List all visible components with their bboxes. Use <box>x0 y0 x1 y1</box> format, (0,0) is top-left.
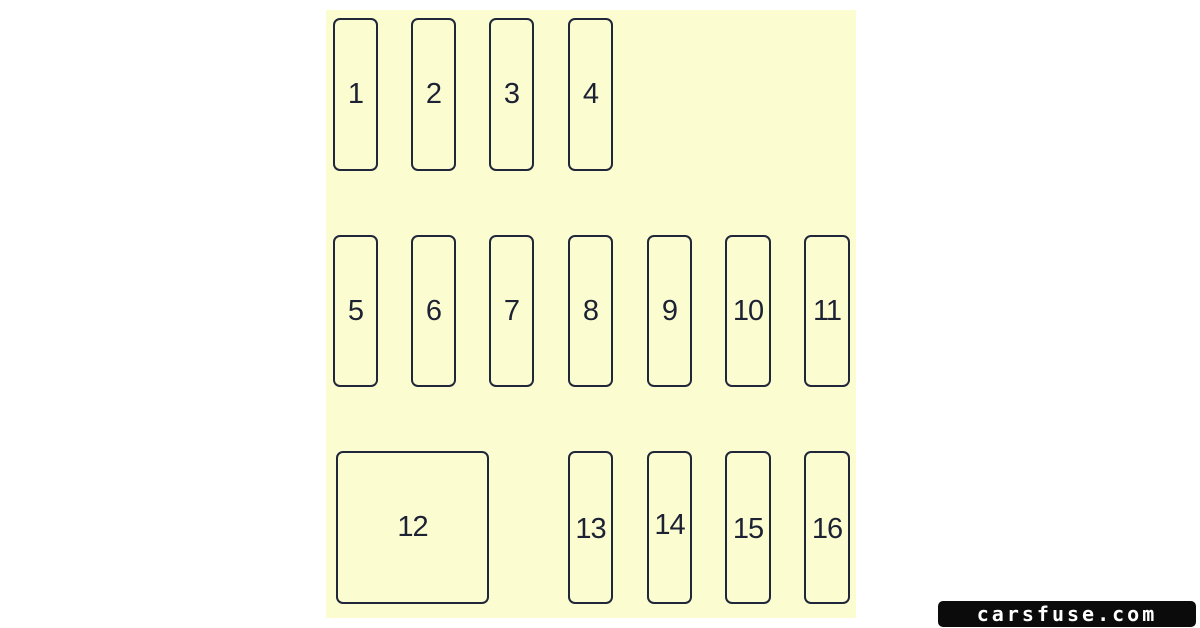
fuse-label: 1 <box>347 78 364 110</box>
fuse-label: 6 <box>425 294 442 327</box>
fuse-label: 12 <box>397 511 428 543</box>
fuse-label: 15 <box>732 513 764 545</box>
fuse-label: 10 <box>732 294 764 327</box>
fuse-5: 5 <box>333 235 378 387</box>
fuse-label: 16 <box>811 513 843 545</box>
fuse-16: 16 <box>804 451 850 604</box>
fuse-2: 2 <box>411 18 456 171</box>
fuse-8: 8 <box>568 235 613 387</box>
fuse-6: 6 <box>411 235 456 387</box>
watermark-text: carsfuse.com <box>976 602 1158 626</box>
fuse-label: 8 <box>582 294 599 327</box>
fuse-label: 3 <box>503 78 520 110</box>
fuse-label: 5 <box>347 294 364 327</box>
fuse-label: 11 <box>812 294 842 327</box>
fuse-label: 7 <box>503 294 520 327</box>
fuse-13: 13 <box>568 451 613 604</box>
fuse-label: 4 <box>582 78 599 110</box>
fuse-7: 7 <box>489 235 534 387</box>
fuse-14: 14 <box>647 451 692 604</box>
fuse-label: 14 <box>654 509 685 541</box>
fuse-11: 11 <box>804 235 850 387</box>
fuse-10: 10 <box>725 235 771 387</box>
fuse-15: 15 <box>725 451 771 604</box>
fuse-9: 9 <box>647 235 692 387</box>
fuse-1: 1 <box>333 18 378 171</box>
fuse-3: 3 <box>489 18 534 171</box>
fuse-4: 4 <box>568 18 613 171</box>
fuse-label: 13 <box>575 513 606 545</box>
watermark-logo: carsfuse.com <box>938 601 1196 627</box>
fuse-label: 9 <box>661 294 678 327</box>
fuse-label: 2 <box>425 78 442 110</box>
fuse-12: 12 <box>336 451 489 604</box>
